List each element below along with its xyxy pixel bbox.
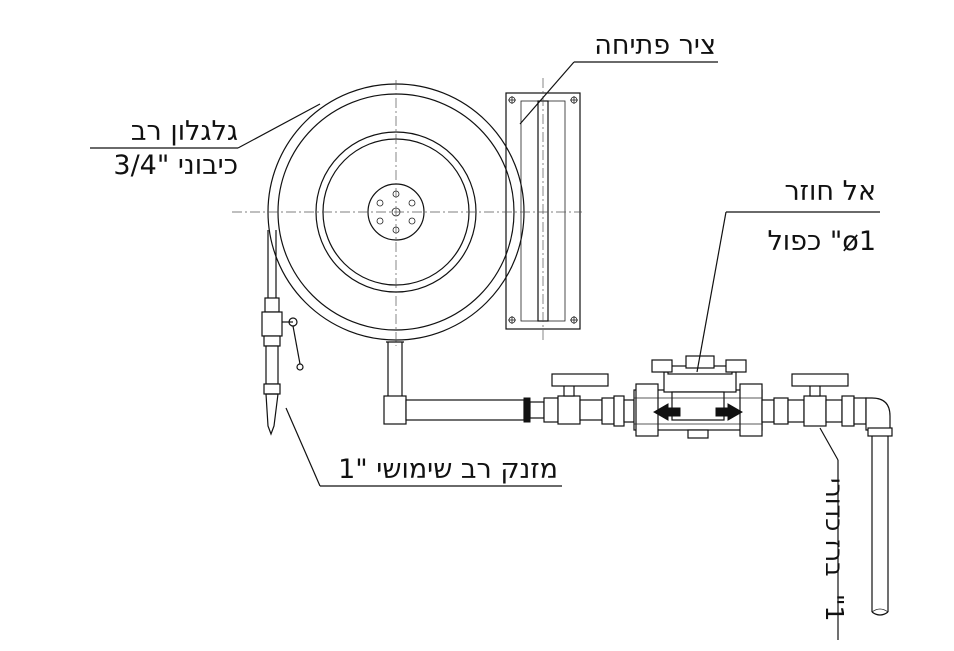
- hub-bolt-ring: [376, 190, 416, 234]
- bracket-bolt: [508, 96, 516, 104]
- label-check-valve-line2: כפול "ø1: [767, 226, 876, 257]
- leader-ball-valve: [819, 427, 839, 461]
- leader-check-valve: [696, 211, 727, 373]
- hose-with-nozzle: [261, 230, 304, 436]
- label-multi-use-nozzle: מזנק רב שימושי "1: [338, 454, 558, 485]
- left-ball-valve-assembly: [529, 373, 635, 427]
- bracket-bolt: [570, 96, 578, 104]
- label-opening-axis: ציר פתיחה: [594, 30, 716, 61]
- vertical-outlet-pipe: [871, 436, 889, 616]
- right-ball-valve-assembly: [761, 373, 893, 437]
- label-hose-reel-line2: כיבוני "3/4: [113, 150, 238, 181]
- wall-bracket: [505, 78, 581, 340]
- label-ball-valve-line1: ברז כדורי: [820, 478, 849, 577]
- label-hose-reel-line1: גלגלון רב: [131, 116, 238, 147]
- bracket-bolt: [508, 316, 516, 324]
- double-check-valve: [633, 355, 763, 439]
- leader-lines: [90, 61, 880, 640]
- leader-hose-reel: [237, 103, 321, 149]
- leader-opening-axis: [519, 61, 575, 125]
- leader-nozzle: [285, 407, 321, 487]
- reel-supply-pipe: [383, 341, 531, 425]
- hose-reel: [232, 80, 582, 346]
- bracket-bolt: [570, 316, 578, 324]
- label-ball-valve-line2: "1: [820, 594, 849, 621]
- label-check-valve-line1: אל חוזר: [784, 176, 876, 207]
